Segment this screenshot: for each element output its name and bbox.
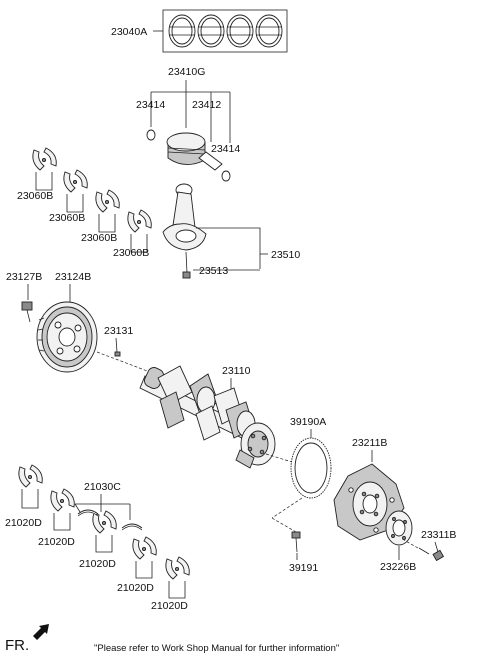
label-thrust-washer-group: 21030C	[84, 481, 121, 493]
label-bearing-1: 23060B	[17, 190, 53, 202]
label-sensor-bolt: 39191	[289, 562, 318, 574]
footer-note: "Please refer to Work Shop Manual for fu…	[94, 643, 339, 654]
label-piston-pin: 23412	[192, 99, 221, 111]
front-direction-label: FR.	[5, 637, 29, 654]
adapter-plate-illustration	[385, 510, 413, 546]
label-crankshaft: 23110	[222, 365, 251, 377]
rod-bearing-shells	[32, 147, 152, 233]
label-adapter-plate: 23226B	[380, 561, 416, 573]
label-rod-bolt: 23513	[199, 265, 228, 277]
label-snap-ring-right: 23414	[211, 143, 240, 155]
label-damper-pulley: 23124B	[55, 271, 91, 283]
label-pulley-bolt: 23127B	[6, 271, 42, 283]
piston-rings-illustration	[162, 9, 288, 53]
ring-gear-illustration	[290, 437, 332, 499]
label-bearing-3: 23060B	[81, 232, 117, 244]
key-illustration	[114, 351, 121, 357]
label-snap-ring-left: 23414	[136, 99, 165, 111]
flywheel-illustration	[333, 463, 405, 541]
main-bearing-shells	[18, 464, 190, 580]
label-ring-gear: 39190A	[290, 416, 326, 428]
pulley-bolt-illustration	[21, 301, 33, 323]
front-arrow-icon	[33, 624, 49, 640]
label-main-bearing-4: 21020D	[117, 582, 154, 594]
label-bearing-2: 23060B	[49, 212, 85, 224]
label-bearing-4: 23060B	[113, 247, 149, 259]
label-piston-rings: 23040A	[111, 26, 147, 38]
label-main-bearing-2: 21020D	[38, 536, 75, 548]
label-key: 23131	[104, 325, 133, 337]
crankshaft-illustration	[139, 365, 276, 469]
label-connecting-rod: 23510	[271, 249, 300, 261]
piston-illustration	[146, 129, 231, 182]
label-piston-assy: 23410G	[168, 66, 205, 78]
sensor-bolt-illustration	[291, 531, 301, 553]
label-flywheel: 23211B	[352, 437, 387, 449]
damper-pulley-illustration	[36, 301, 98, 373]
thrust-washers	[77, 509, 143, 531]
label-main-bearing-1: 21020D	[5, 517, 42, 529]
label-main-bearing-3: 21020D	[79, 558, 116, 570]
flywheel-bolt-illustration	[418, 547, 445, 562]
connecting-rod-illustration	[162, 183, 207, 279]
label-flywheel-bolt: 23311B	[421, 529, 456, 541]
label-main-bearing-5: 21020D	[151, 600, 188, 612]
